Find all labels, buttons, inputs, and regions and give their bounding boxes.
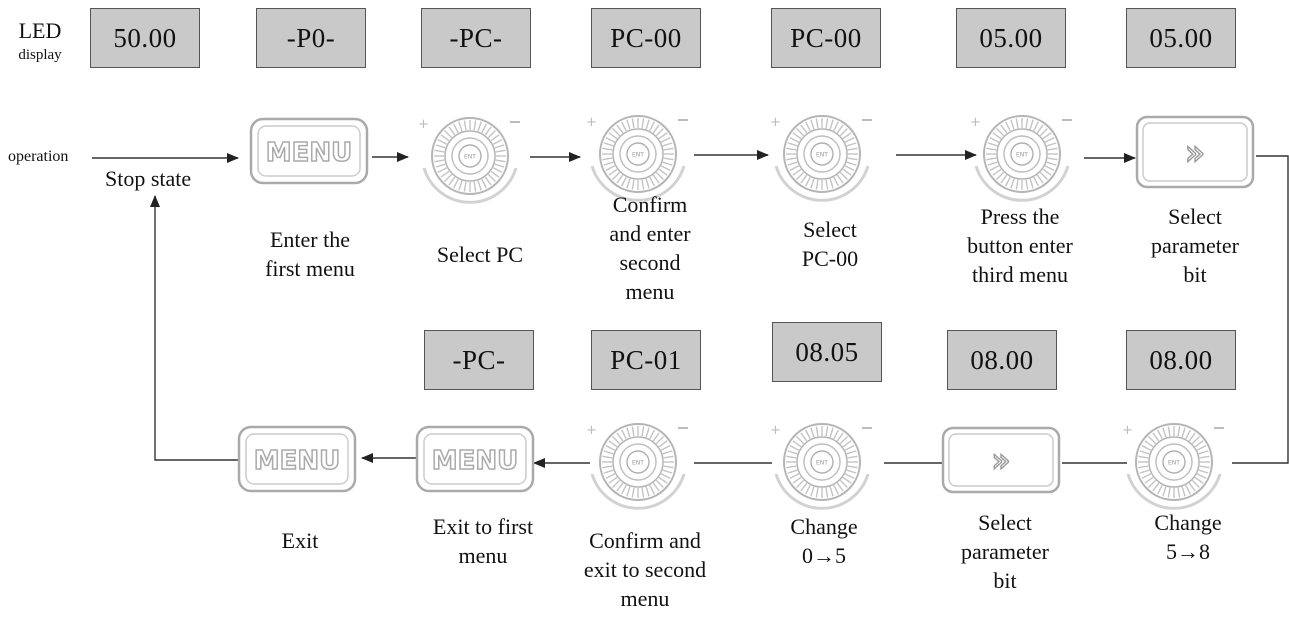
svg-text:+: + (1122, 423, 1133, 438)
led-display-top-7: 05.00 (1126, 8, 1236, 68)
knob-change-5-8[interactable]: + ENT (1118, 406, 1230, 523)
knob-dial-icon: + ENT (418, 117, 520, 204)
knob-dial-icon: + ENT (770, 423, 872, 510)
caption-confirm-exit-second: Confirm and exit to second menu (583, 528, 707, 611)
knob-change-0-5[interactable]: + ENT (766, 406, 878, 523)
led-display-label: LED display (0, 18, 80, 66)
menu-button-exit-text: MENU (254, 446, 341, 476)
return-to-stop (150, 195, 238, 461)
loop-right (1232, 155, 1289, 464)
led-label-line2: display (18, 47, 62, 63)
knob-ent-label: ENT (1168, 460, 1180, 467)
shift-button-bottom-text: » (991, 441, 1011, 479)
operation-label: operation (8, 148, 69, 165)
knob-dial-icon: + ENT (1122, 423, 1224, 510)
shift-button-graphic: » (941, 426, 1061, 494)
svg-text:+: + (586, 423, 597, 438)
caption-exit-first-menu: Exit to first menu (432, 514, 534, 568)
shift-button-bottom[interactable]: » (940, 425, 1062, 495)
menu-button-exit[interactable]: MENU (236, 424, 358, 494)
caption-enter-first-menu: Enter the first menu (265, 227, 355, 281)
stop-state-label: Stop state (105, 166, 192, 191)
knob-ent-label: ENT (632, 460, 644, 467)
knob-confirm-second[interactable]: + ENT (582, 98, 694, 215)
knob-select-pc00[interactable]: + ENT (766, 98, 878, 215)
led-display-bottom-5: 08.00 (1126, 330, 1236, 390)
led-display-top-6: 05.00 (956, 8, 1066, 68)
led-display-bottom-4: 08.00 (947, 330, 1057, 390)
led-display-bottom-2: PC-01 (591, 330, 701, 390)
knob-dial-icon: + ENT (770, 115, 872, 202)
knob-dial-icon: + ENT (586, 115, 688, 202)
shift-button-graphic: » (1135, 115, 1255, 189)
led-display-bottom-1: -PC- (424, 330, 534, 390)
svg-text:+: + (770, 115, 781, 130)
shift-button-top[interactable]: » (1134, 114, 1256, 190)
led-label-line1: LED (18, 18, 62, 43)
caption-exit: Exit (281, 528, 319, 553)
knob-ent-label: ENT (1016, 152, 1028, 159)
svg-text:+: + (586, 115, 597, 130)
caption-select-parameter-bit-bottom: Select parameter bit (961, 510, 1049, 593)
svg-text:+: + (970, 115, 981, 130)
svg-text:+: + (770, 423, 781, 438)
caption-confirm-enter-second: Confirm and enter second menu (609, 192, 691, 304)
led-display-top-5: PC-00 (771, 8, 881, 68)
menu-button-exit-first-text: MENU (432, 446, 519, 476)
knob-select-pc[interactable]: + ENT (414, 100, 526, 217)
shift-button-top-text: » (1185, 133, 1206, 173)
led-display-top-4: PC-00 (591, 8, 701, 68)
menu-button-graphic: MENU (415, 425, 535, 493)
caption-change-5-8: Change 5→8 (1154, 510, 1222, 564)
menu-button-graphic: MENU (237, 425, 357, 493)
knob-dial-icon: + ENT (970, 115, 1072, 202)
led-display-top-2: -P0- (256, 8, 366, 68)
menu-button-top-text: MENU (266, 138, 353, 168)
menu-button-exit-first[interactable]: MENU (414, 424, 536, 494)
caption-select-pc00: Select PC-00 (801, 217, 859, 271)
caption-change-0-5: Change 0→5 (790, 514, 858, 568)
led-display-bottom-3: 08.05 (772, 322, 882, 382)
knob-ent-label: ENT (632, 152, 644, 159)
caption-select-parameter-bit-top: Select parameter bit (1151, 204, 1239, 287)
knob-ent-label: ENT (464, 154, 476, 161)
knob-dial-icon: + ENT (586, 423, 688, 510)
led-display-top-1: 50.00 (90, 8, 200, 68)
knob-confirm-exit[interactable]: + ENT (582, 406, 694, 523)
svg-text:+: + (418, 117, 429, 132)
menu-button-graphic: MENU (249, 117, 369, 185)
knob-ent-label: ENT (816, 460, 828, 467)
knob-ent-label: ENT (816, 152, 828, 159)
caption-select-pc: Select PC (436, 242, 524, 267)
caption-press-enter-third: Press the button enter third menu (967, 204, 1073, 287)
led-display-top-3: -PC- (421, 8, 531, 68)
menu-button-top[interactable]: MENU (248, 116, 370, 186)
knob-enter-third[interactable]: + ENT (966, 98, 1078, 215)
